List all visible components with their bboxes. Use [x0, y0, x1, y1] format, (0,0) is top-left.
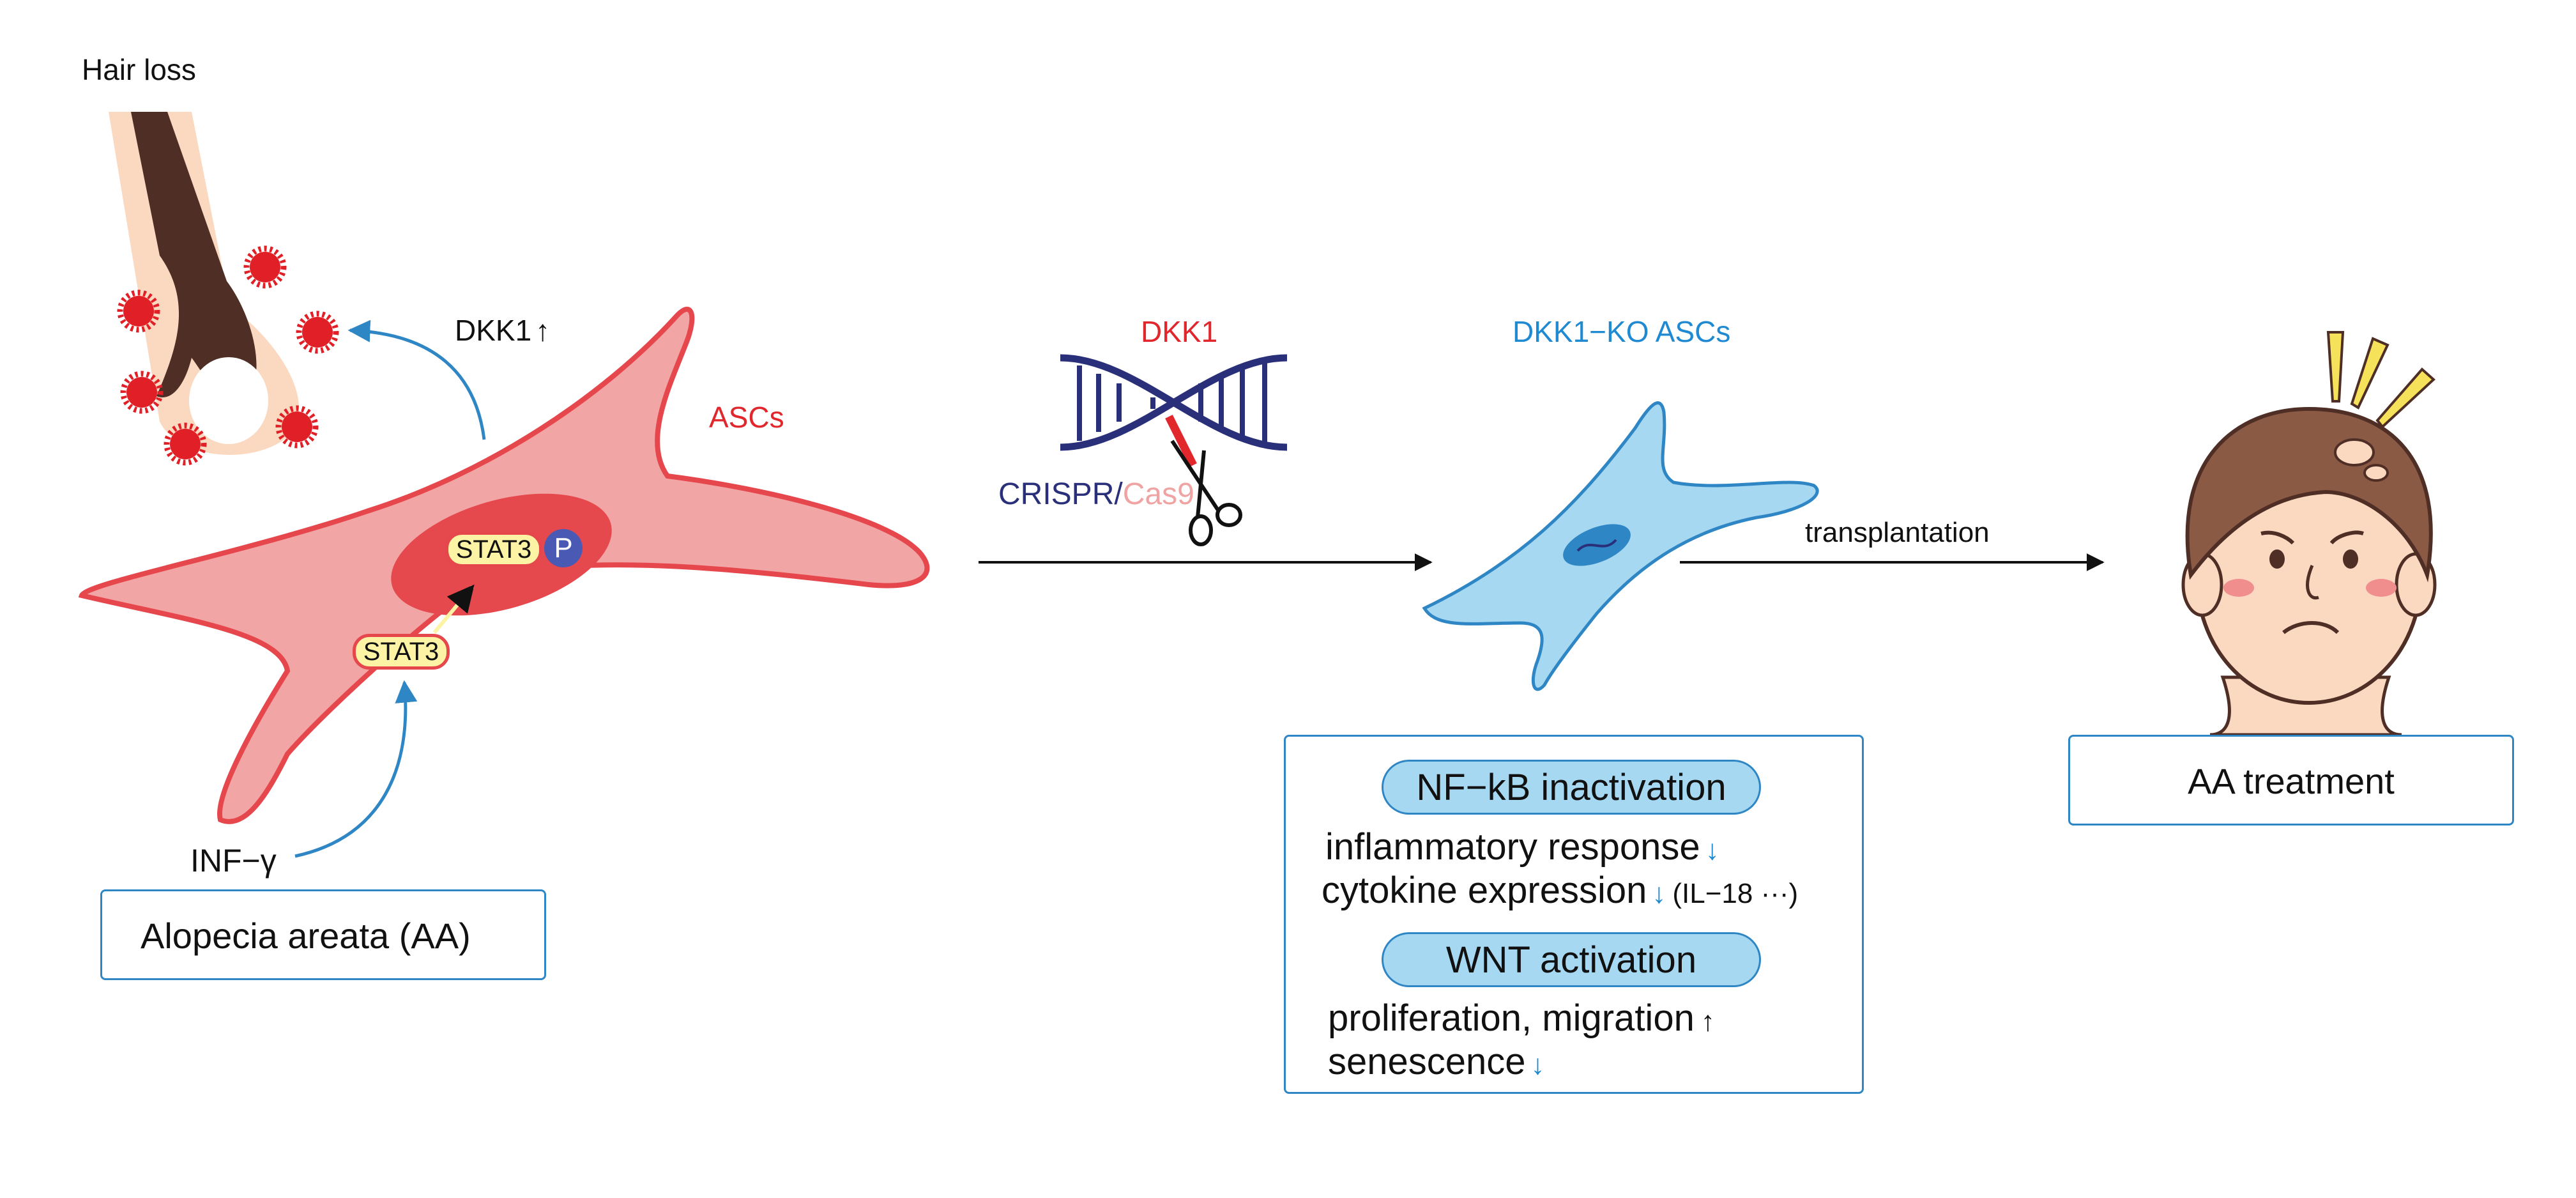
stat3-cytoplasm-label: STAT3 [363, 638, 439, 666]
nfkb-item-cytokine: cytokine expression↓(IL−18 ···) [1322, 872, 1798, 909]
wnt-item-senescence: senescence↓ [1328, 1043, 1545, 1080]
transplantation-label: transplantation [1805, 517, 1990, 548]
aa-box-label: Alopecia areata (AA) [141, 916, 471, 956]
up-arrow-icon: ↑ [535, 314, 551, 347]
dkk1-cut-site [1165, 415, 1197, 467]
crispr-label: CRISPR/ [998, 477, 1123, 511]
nfkb-item-text: inflammatory response [1325, 826, 1700, 868]
stat3-nuclear-label: STAT3 [455, 535, 532, 564]
alert-lines-icon [2326, 331, 2435, 429]
phosphate-badge: P [544, 529, 583, 567]
down-arrow-icon: ↓ [1530, 1049, 1545, 1080]
phosphate-label: P [554, 532, 573, 564]
inf-gamma-label: INF−γ [190, 843, 277, 879]
patient-face-icon [2181, 406, 2437, 737]
dkk1-up-label: DKK1↑ [455, 316, 550, 345]
ko-asc-label: DKK1−KO ASCs [1513, 315, 1731, 348]
dkk1-target-label: DKK1 [1141, 315, 1218, 348]
hair-follicle-icon [109, 112, 300, 456]
phosphorylation-arrow [432, 584, 475, 634]
down-arrow-icon: ↓ [1652, 878, 1666, 909]
effects-box: NF−kB inactivation inflammatory response… [1284, 735, 1864, 1094]
nfkb-title: NF−kB inactivation [1416, 767, 1726, 808]
wnt-item-text: senescence [1328, 1041, 1526, 1082]
dkk1-up-text: DKK1 [455, 314, 532, 347]
inf-gamma-arrow [294, 680, 418, 858]
wnt-item-text: proliferation, migration [1328, 997, 1695, 1039]
dkk1-secretion-arrow [347, 319, 486, 440]
down-arrow-icon: ↓ [1705, 834, 1719, 866]
crispr-cas9-label: CRISPR/Cas9 [998, 479, 1194, 510]
treatment-box: AA treatment [2068, 735, 2514, 826]
up-arrow-icon: ↑ [1700, 1006, 1715, 1037]
stat3-cytoplasm-chip: STAT3 [353, 634, 450, 670]
asc-label: ASCs [709, 401, 784, 434]
wnt-item-proliferation: proliferation, migration↑ [1328, 1000, 1715, 1037]
dna-helix-icon [1060, 354, 1288, 451]
hair-loss-label: Hair loss [82, 53, 196, 86]
scissors-icon [1170, 440, 1242, 546]
aa-box: Alopecia areata (AA) [100, 889, 546, 980]
stat3-nuclear-chip: STAT3 [445, 532, 542, 567]
dot-spikes [117, 245, 339, 466]
treatment-box-label: AA treatment [2188, 761, 2395, 801]
nfkb-pill: NF−kB inactivation [1382, 760, 1761, 815]
nfkb-item-inflammatory: inflammatory response↓ [1325, 829, 1719, 866]
cas9-label: Cas9 [1122, 477, 1194, 511]
inflammation-dots [123, 252, 333, 459]
cytokine-note: (IL−18 ···) [1672, 878, 1799, 909]
wnt-title: WNT activation [1445, 939, 1697, 981]
nfkb-item-text: cytokine expression [1322, 870, 1647, 911]
wnt-pill: WNT activation [1382, 932, 1761, 987]
